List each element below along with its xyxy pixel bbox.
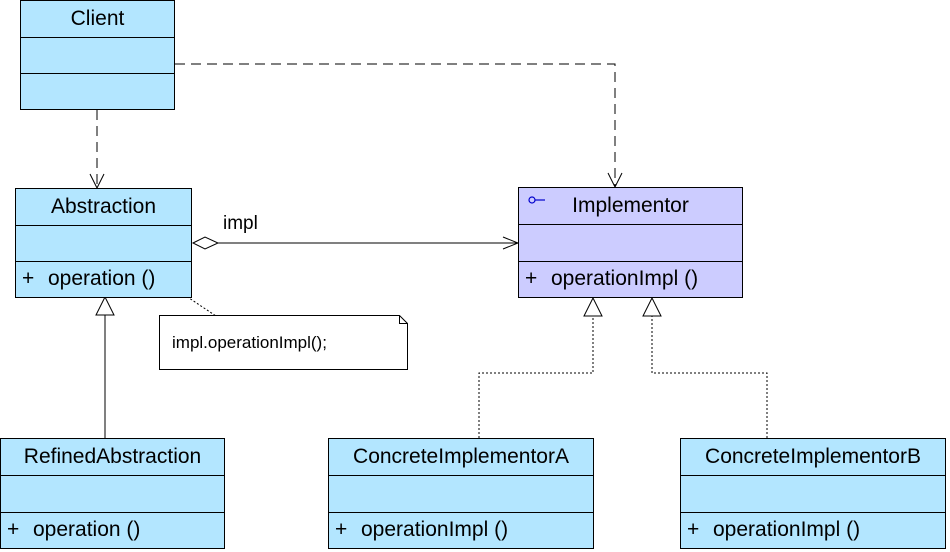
note-shape [159,315,408,370]
class-implementor-operations [519,261,742,298]
realization-concrete-b [642,296,768,438]
class-refined-abstraction-operation: + operation () [7,512,224,548]
aggregation-abstraction-implementor [191,236,520,250]
realization-concrete-a [478,296,603,438]
class-implementor-operation: + operationImpl () [525,261,742,297]
note-text: impl.operationImpl(); [172,333,327,352]
class-concrete-implementor-b-operation: + operationImpl () [687,512,945,548]
operation-label: operationImpl () [551,267,699,290]
class-concrete-implementor-a-name: ConcreteImplementorA [353,445,569,468]
generalization-refined-abstraction [95,295,115,438]
operation-label: operationImpl () [713,518,861,541]
class-client-name: Client [70,7,125,30]
visibility-marker: + [687,518,700,541]
class-concrete-implementor-a: ConcreteImplementorA + operationImpl () [328,438,594,549]
operation-label: operation () [48,267,156,290]
class-refined-abstraction-operations [1,512,224,549]
class-concrete-implementor-a-operation: + operationImpl () [335,512,593,548]
class-abstraction: Abstraction + operation () [15,188,192,298]
class-implementor-name: Implementor [572,194,689,217]
class-refined-abstraction-attributes [1,475,224,513]
class-implementor: Implementor + operationImpl () [518,187,743,298]
operation-label: operationImpl () [361,518,509,541]
class-abstraction-attributes [16,225,191,262]
class-concrete-implementor-b-name: ConcreteImplementorB [705,445,921,468]
class-implementor-attributes [519,224,742,262]
association-label: impl [223,213,258,234]
interface-icon [528,196,545,204]
visibility-marker: + [525,267,538,290]
note: impl.operationImpl(); [159,315,408,370]
visibility-marker: + [7,518,20,541]
class-refined-abstraction: RefinedAbstraction + operation () [0,438,225,549]
dependency-client-implementor [175,63,623,189]
class-refined-abstraction-name: RefinedAbstraction [23,445,202,468]
visibility-marker: + [335,518,348,541]
class-abstraction-name: Abstraction [50,195,157,218]
class-concrete-implementor-a-operations [329,512,593,549]
class-concrete-implementor-b: ConcreteImplementorB + operationImpl () [680,438,946,549]
visibility-marker: + [22,267,35,290]
class-client: Client [20,0,175,110]
class-abstraction-operations [16,261,191,298]
class-concrete-implementor-a-attributes [329,475,593,513]
class-abstraction-operation: + operation () [22,261,191,297]
class-client-operations [21,73,174,110]
class-client-attributes [21,37,174,74]
dependency-client-abstraction [89,110,105,190]
operation-label: operation () [33,518,141,541]
class-concrete-implementor-b-attributes [681,475,945,513]
class-concrete-implementor-b-operations [681,512,945,549]
